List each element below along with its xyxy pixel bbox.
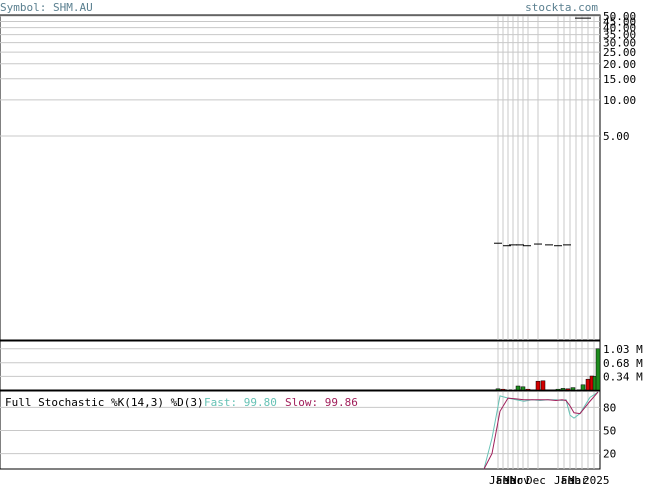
volume-panel: 1.03 M0.68 M0.34 M (0, 340, 643, 391)
price-vertical-gridlines (497, 16, 595, 340)
stochastic-title: Full Stochastic %K(14,3) %D(3) (5, 396, 204, 409)
x-tick-label: Dec (526, 474, 546, 486)
price-tick-label: 40.00 (603, 22, 636, 35)
x-tick-label: Feb (496, 474, 516, 486)
price-panel-frame (0, 14, 601, 341)
price-tick-label: 30.00 (603, 37, 636, 50)
slow-label: Slow: 99.86 (285, 396, 358, 409)
price-tick-label: 10.00 (603, 94, 636, 107)
price-gridlines (0, 15, 600, 137)
volume-bar (540, 380, 546, 391)
x-tick-label: Feb (561, 474, 581, 486)
volume-bar (555, 388, 561, 391)
volume-tick-label: 0.68 M (603, 357, 643, 370)
price-tick-label: 15.00 (603, 73, 636, 86)
volume-bar (495, 388, 501, 391)
volume-tick-labels: 1.03 M0.68 M0.34 M (603, 343, 643, 384)
fast-label: Fast: 99.80 (204, 396, 277, 409)
volume-bar (560, 388, 566, 391)
x-tick-label: Nov (510, 474, 530, 486)
volume-bar (565, 388, 571, 391)
price-tick-label: 45.00 (603, 15, 636, 28)
volume-tick-label: 1.03 M (603, 343, 643, 356)
x-tick-label: Mar (568, 474, 588, 486)
stochastic-tick-label: 20 (603, 448, 616, 461)
fast-value: 99.80 (244, 396, 277, 409)
volume-bar (500, 388, 506, 391)
slow-name: Slow (285, 396, 312, 409)
volume-bar (585, 378, 591, 391)
price-tick-label: 5.00 (603, 130, 630, 143)
x-tick-label: Jan (489, 474, 509, 486)
price-candles (494, 17, 591, 247)
stochastic-gridlines (0, 406, 600, 455)
slow-value: 99.86 (325, 396, 358, 409)
stochastic-panel: Full Stochastic %K(14,3) %D(3) Fast: 99.… (0, 390, 616, 470)
stochastic-tick-labels: 80 50 20 (603, 401, 616, 460)
volume-bar (570, 387, 576, 391)
stochastic-tick-label: 50 (603, 425, 616, 438)
slow-stochastic-line (483, 391, 599, 470)
x-tick-label: Mar (503, 474, 523, 486)
volume-bar (580, 384, 586, 391)
fast-name: Fast (204, 396, 231, 409)
volume-bars (495, 348, 601, 391)
stochastic-tick-label: 80 (603, 401, 616, 414)
volume-bar (525, 388, 531, 391)
price-tick-label: 25.00 (603, 46, 636, 59)
volume-gridlines (0, 348, 600, 377)
volume-bar (520, 386, 526, 391)
header: Symbol: SHM.AU stockta.com (0, 1, 598, 14)
price-tick-label: 50.00 (603, 10, 636, 23)
volume-bar (515, 385, 521, 391)
x-tick-label: 2025 (583, 474, 610, 486)
volume-vertical-gridlines (497, 342, 595, 390)
price-tick-label: 35.00 (603, 29, 636, 42)
symbol-label: Symbol: SHM.AU (0, 1, 93, 14)
volume-tick-label: 0.34 M (603, 370, 643, 383)
volume-bar (595, 348, 601, 391)
site-label[interactable]: stockta.com (525, 1, 598, 14)
volume-bar (535, 380, 541, 391)
x-tick-label: Jan (554, 474, 574, 486)
price-tick-label: 20.00 (603, 58, 636, 71)
